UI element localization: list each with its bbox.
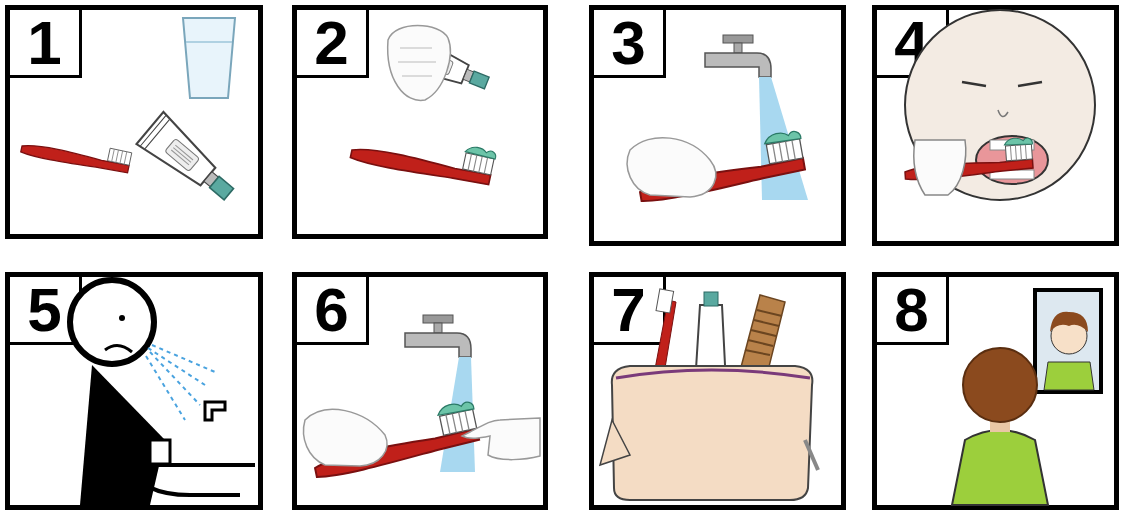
step-panel: 7 — [589, 272, 846, 510]
step-number: 1 — [10, 10, 82, 78]
step-panel: 2 — [292, 5, 548, 239]
step-number: 7 — [594, 277, 666, 345]
step-number: 5 — [10, 277, 82, 345]
step-panel: 3 — [589, 5, 846, 246]
step-number: 8 — [877, 277, 949, 345]
step-panel: 6 — [292, 272, 548, 510]
step-number: 2 — [297, 10, 369, 78]
step-panel: 4 — [872, 5, 1119, 246]
step-number: 4 — [877, 10, 949, 78]
step-panel: 8 — [872, 272, 1119, 510]
step-number: 6 — [297, 277, 369, 345]
step-number: 3 — [594, 10, 666, 78]
step-panel: 1 — [5, 5, 263, 239]
step-panel: 5 — [5, 272, 263, 510]
